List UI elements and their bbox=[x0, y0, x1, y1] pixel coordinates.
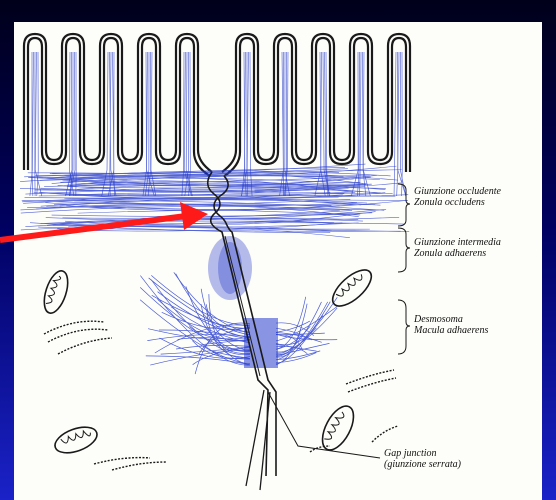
label-desmosoma: Desmosoma bbox=[414, 314, 463, 325]
label-gap-junction: Gap junction bbox=[384, 448, 437, 459]
label-giunzione-occludente: Giunzione occludente bbox=[414, 186, 501, 197]
label-giunzione-serrata: (giunzione serrata) bbox=[384, 459, 461, 470]
label-macula-adhaerens: Macula adhaerens bbox=[414, 325, 489, 336]
terminal-web-filaments bbox=[19, 163, 410, 239]
label-giunzione-intermedia: Giunzione intermedia bbox=[414, 237, 501, 248]
label-brackets bbox=[267, 183, 411, 459]
endoplasmic-reticulum bbox=[43, 320, 399, 471]
red-arrow-icon bbox=[0, 202, 208, 243]
microvilli bbox=[22, 32, 412, 177]
label-zonula-occludens: Zonula occludens bbox=[414, 197, 485, 208]
intercellular-membrane bbox=[206, 171, 277, 491]
desmosome-tonofilaments bbox=[139, 272, 338, 375]
mitochondrion bbox=[331, 269, 373, 307]
label-zonula-adhaerens: Zonula adhaerens bbox=[414, 248, 487, 259]
mitochondrion bbox=[54, 426, 98, 454]
mitochondrion bbox=[43, 270, 69, 314]
mitochondrion bbox=[321, 405, 355, 451]
